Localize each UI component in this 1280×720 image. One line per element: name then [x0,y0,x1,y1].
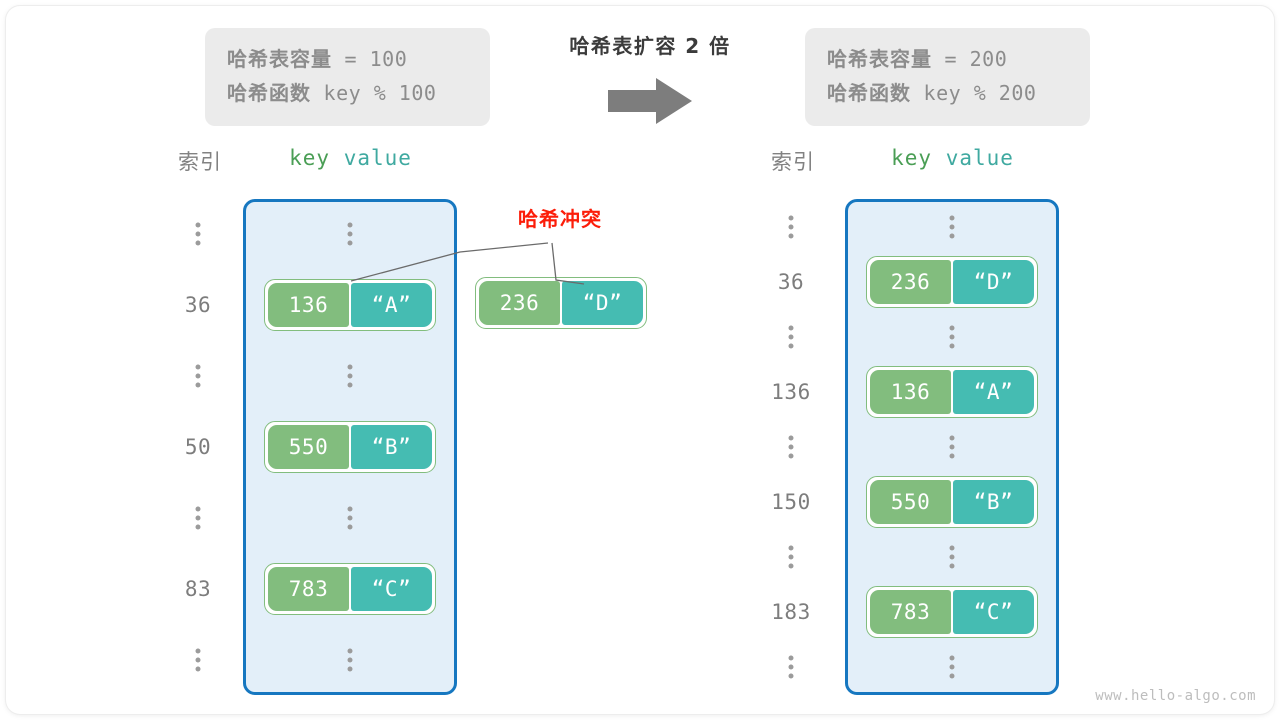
index-label: 36 [184,293,212,318]
capacity-label: 哈希表容量 [227,47,332,71]
pair-value: “A” [351,283,432,328]
function-line-before: 哈希函数 key % 100 [227,76,468,110]
index-label: 183 [771,600,811,625]
pair-key: 550 [870,480,951,525]
capacity-line-after: 哈希表容量 = 200 [827,42,1068,76]
index-ellipsis [195,648,201,672]
header-value: value [945,146,1014,170]
index-ellipsis [788,545,794,569]
header-value: value [343,146,412,170]
index-label: 136 [771,379,811,404]
bucket-ellipsis [949,435,955,459]
collision-pair: 236 “D” [475,277,647,329]
header-key: key [891,146,933,170]
header-key-value: key value [243,146,458,170]
pair-key: 236 [870,259,951,304]
key-value-pair: 136“A” [264,279,436,332]
pair-value: “D” [562,281,643,325]
pair-value: “C” [953,590,1034,635]
index-ellipsis [788,435,794,459]
index-label: 50 [184,435,212,459]
index-label: 36 [777,269,805,294]
watermark: www.hello-algo.com [1095,688,1256,704]
pair-key: 550 [268,425,349,469]
index-ellipsis [788,215,794,239]
index-ellipsis [788,325,794,349]
pair-value: “A” [953,369,1034,414]
function-expression: key % 100 [311,81,437,105]
pair-value: “B” [351,425,432,469]
info-box-before: 哈希表容量 = 100 哈希函数 key % 100 [205,28,490,126]
key-value-pair: 783“C” [866,586,1038,639]
pair-key: 236 [479,281,560,325]
pair-value: “D” [953,259,1034,304]
index-label: 150 [771,490,811,515]
capacity-line-before: 哈希表容量 = 100 [227,42,468,76]
pair-key: 136 [870,369,951,414]
bucket-ellipsis [949,215,955,239]
transform-title: 哈希表扩容 2 倍 [569,34,731,58]
index-ellipsis [195,222,201,246]
collision-label: 哈希冲突 [518,207,602,231]
pair-value: “C” [351,566,432,611]
bucket-ellipsis [949,325,955,349]
function-line-after: 哈希函数 key % 200 [827,76,1068,110]
function-label: 哈希函数 [827,81,911,105]
pair-key: 783 [870,590,951,635]
index-ellipsis [195,506,201,530]
right-arrow-icon [608,78,692,124]
pair-value: “B” [953,480,1034,525]
function-expression: key % 200 [911,81,1037,105]
header-key-value: key value [845,146,1060,170]
bucket-ellipsis [347,506,353,530]
header-index: 索引 [178,150,222,174]
capacity-expression: = 100 [332,47,408,71]
key-value-pair: 783“C” [264,562,436,615]
bucket-ellipsis [949,545,955,569]
arrow-container [520,78,780,128]
bucket-ellipsis [347,364,353,388]
info-box-after: 哈希表容量 = 200 哈希函数 key % 200 [805,28,1090,126]
bucket-ellipsis [949,655,955,679]
capacity-label: 哈希表容量 [827,47,932,71]
index-ellipsis [195,364,201,388]
index-ellipsis [788,655,794,679]
index-label: 83 [184,576,212,601]
key-value-pair: 550“B” [866,476,1038,529]
key-value-pair: 550“B” [264,421,436,473]
index-column-left: 36 50 83 [155,199,241,695]
function-label: 哈希函数 [227,81,311,105]
key-value-pair: 136“A” [866,365,1038,418]
key-value-pair: 236“D” [866,255,1038,308]
bucket-ellipsis [347,222,353,246]
header-index: 索引 [771,150,815,174]
header-key: key [289,146,331,170]
pair-key: 783 [268,566,349,611]
pair-key: 136 [268,283,349,328]
index-column-right: 36 136 150 183 [748,199,834,695]
bucket-ellipsis [347,648,353,672]
capacity-expression: = 200 [932,47,1008,71]
